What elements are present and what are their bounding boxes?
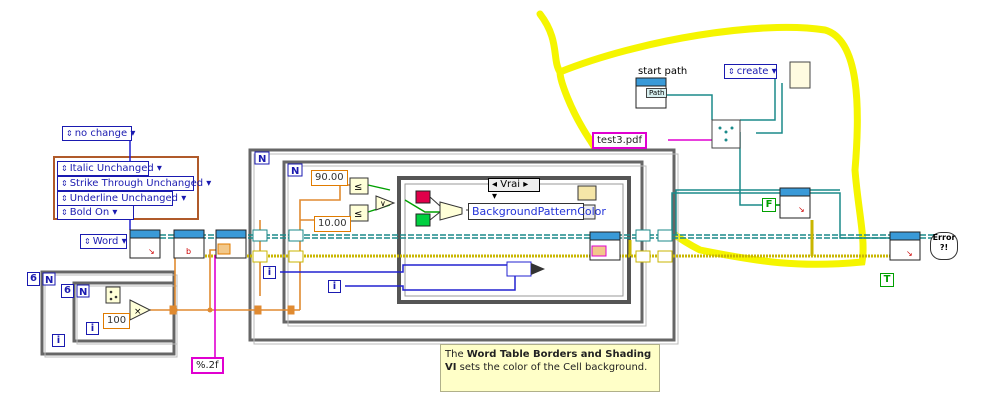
ring-word[interactable]: ⇕Word ▾ xyxy=(80,234,127,249)
iteration-terminal: i xyxy=(263,266,276,279)
dropdown-icon: ▾ xyxy=(153,163,162,174)
dropdown-icon: ▾ xyxy=(768,66,777,77)
constant-filename[interactable]: test3.pdf xyxy=(592,132,647,149)
or-gate xyxy=(375,195,396,211)
svg-text:∨: ∨ xyxy=(380,199,386,208)
svg-text:N: N xyxy=(258,154,266,165)
ring-arrow-icon: ⇕ xyxy=(61,179,68,188)
case-next-icon[interactable]: ▸ xyxy=(523,179,529,190)
diagram-note: The Word Table Borders and Shading VI se… xyxy=(440,344,660,392)
constant-10[interactable]: 10.00 xyxy=(314,216,351,232)
ring-arrow-icon: ⇕ xyxy=(728,67,735,76)
multiply-node xyxy=(129,299,152,321)
constant-false[interactable]: F xyxy=(762,198,776,212)
iteration-terminal: i xyxy=(86,322,99,335)
svg-text:↘: ↘ xyxy=(148,247,155,256)
error-handler-icon[interactable]: Error ?! xyxy=(930,232,958,260)
svg-text:N: N xyxy=(45,275,53,286)
constant-90[interactable]: 90.00 xyxy=(311,170,348,186)
start-path-label: start path xyxy=(638,66,688,77)
case-selector[interactable]: ◂ Vrai ▸ ▾ xyxy=(488,178,540,202)
constant-format-string[interactable]: %.2f xyxy=(191,357,224,374)
svg-text:≤: ≤ xyxy=(354,209,362,220)
ring-bold[interactable]: ⇕Bold On ▾ xyxy=(57,205,134,220)
iteration-terminal: i xyxy=(52,334,65,347)
svg-text:N: N xyxy=(291,166,299,177)
ring-strike-through[interactable]: ⇕Strike Through Unchanged ▾ xyxy=(57,176,211,191)
ring-arrow-icon: ⇕ xyxy=(61,164,68,173)
dropdown-icon: ▾ xyxy=(178,193,187,204)
constant-100[interactable]: 100 xyxy=(103,313,131,329)
ring-arrow-icon: ⇕ xyxy=(61,194,68,203)
for-loop-inner-shadow xyxy=(287,165,647,327)
table-subvi xyxy=(577,185,597,201)
svg-text:N: N xyxy=(79,287,87,298)
loop-tunnels xyxy=(252,229,673,242)
svg-text:×: × xyxy=(134,307,142,317)
string-wires xyxy=(214,139,712,362)
color-constant-red xyxy=(415,190,431,204)
svg-text:≤: ≤ xyxy=(354,182,362,193)
dropdown-icon: ▾ xyxy=(109,207,118,218)
bundle-node xyxy=(531,263,545,275)
property-node-background-pattern-color[interactable]: BackgroundPatternColor xyxy=(468,203,606,220)
iteration-terminal: i xyxy=(328,280,341,293)
ring-underline[interactable]: ⇕Underline Unchanged ▾ xyxy=(57,191,186,206)
ring-arrow-icon: ⇕ xyxy=(61,208,68,217)
constant-true[interactable]: T xyxy=(880,273,894,287)
dropdown-icon: ▾ xyxy=(203,178,212,189)
svg-text:b: b xyxy=(186,247,191,256)
ring-arrow-icon: ⇕ xyxy=(84,237,91,246)
constant-n-inner[interactable]: 6 xyxy=(61,284,74,298)
ring-no-change[interactable]: ⇕no change ▾ xyxy=(62,126,136,141)
svg-text:↘: ↘ xyxy=(798,205,805,214)
dropdown-icon: ▾ xyxy=(118,236,127,247)
compare-nodes xyxy=(349,177,369,222)
array-node xyxy=(506,261,532,277)
loop-count-terminals xyxy=(42,151,303,298)
error-wires xyxy=(190,220,890,258)
for-loop-inner-small-shadow xyxy=(76,285,178,345)
ring-italic[interactable]: ⇕Italic Unchanged ▾ xyxy=(57,161,162,176)
wire-junctions xyxy=(172,307,213,313)
case-prev-icon[interactable]: ◂ xyxy=(492,179,498,190)
loop-count-N-labels: N N N N xyxy=(45,154,299,298)
constant-n-outer[interactable]: 6 xyxy=(27,272,40,286)
build-path-node xyxy=(718,126,734,142)
select-node xyxy=(439,201,463,221)
ring-arrow-icon: ⇕ xyxy=(66,129,73,138)
svg-text:↘: ↘ xyxy=(906,249,913,258)
path-control-label[interactable]: Path xyxy=(646,88,668,98)
ring-create[interactable]: ⇕create ▾ xyxy=(724,64,777,79)
dropdown-icon: ▾ xyxy=(127,128,136,139)
error-tunnels xyxy=(252,250,673,263)
dropdown-icon[interactable]: ▾ xyxy=(492,191,498,202)
random-number-node xyxy=(105,286,121,304)
color-constant-green xyxy=(415,213,431,227)
